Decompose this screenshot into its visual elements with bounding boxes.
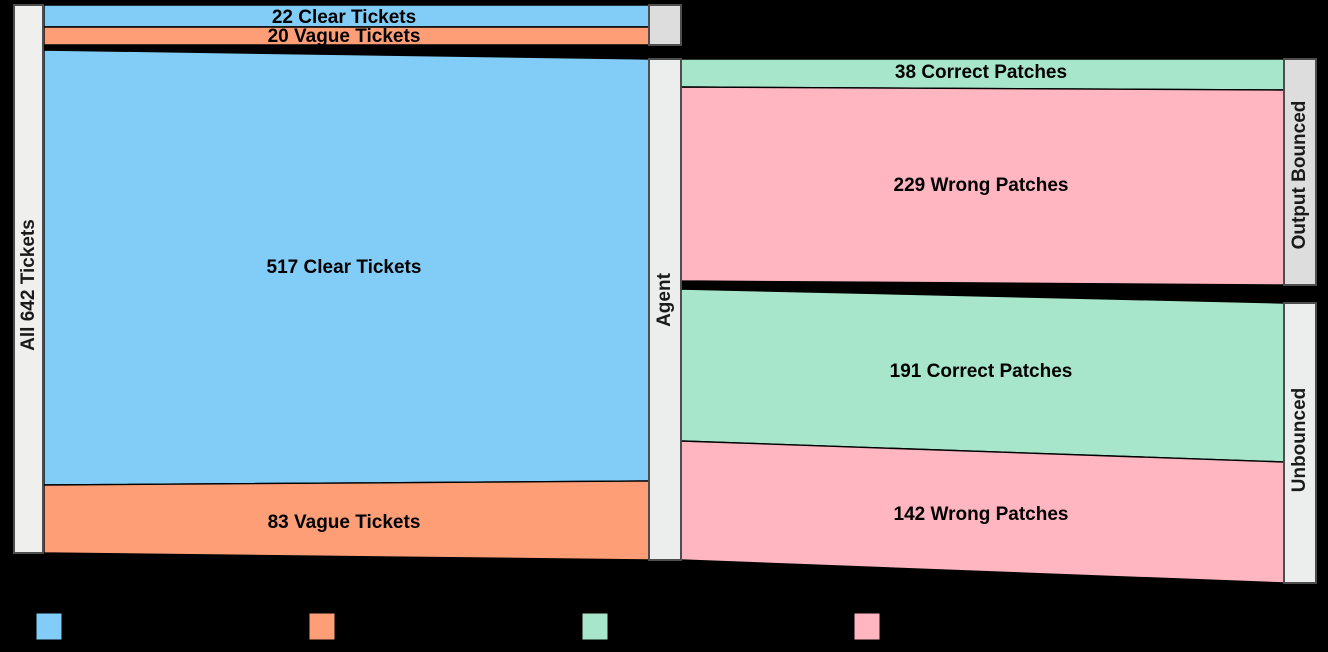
node-all-tickets-rect[interactable] xyxy=(13,4,44,554)
flows-right-group xyxy=(680,58,1285,584)
flow-label-22-clear: 22 Clear Tickets xyxy=(272,7,416,28)
nodes-group xyxy=(13,4,1317,584)
flows-left-group xyxy=(43,4,650,561)
legend-swatch-clear-tickets[interactable] xyxy=(35,612,63,641)
legend-swatch-correct-patches[interactable] xyxy=(581,612,609,641)
node-agent-top-rect[interactable] xyxy=(648,4,682,46)
flow-label-20-vague: 20 Vague Tickets xyxy=(268,26,421,47)
node-label-unbounced: Unbounced xyxy=(1289,388,1310,493)
legend-group xyxy=(35,612,881,641)
node-agent-rect[interactable] xyxy=(648,58,682,561)
node-labels-group: All 642 Tickets Agent Output Bounced Unb… xyxy=(18,101,1310,493)
node-label-all-tickets: All 642 Tickets xyxy=(18,219,39,351)
flow-label-142-wrong: 142 Wrong Patches xyxy=(894,504,1069,525)
flow-label-38-correct: 38 Correct Patches xyxy=(895,62,1067,83)
legend-swatch-wrong-patches[interactable] xyxy=(853,612,881,641)
legend-swatch-vague-tickets[interactable] xyxy=(308,612,336,641)
flow-label-517-clear: 517 Clear Tickets xyxy=(267,257,422,278)
flow-label-191-correct: 191 Correct Patches xyxy=(890,361,1073,382)
node-label-output-bounced: Output Bounced xyxy=(1289,101,1310,250)
node-label-agent: Agent xyxy=(654,272,675,327)
flow-label-229-wrong: 229 Wrong Patches xyxy=(894,175,1069,196)
flow-labels-group: 22 Clear Tickets 20 Vague Tickets 517 Cl… xyxy=(267,7,1073,533)
node-unbounced-rect[interactable] xyxy=(1283,302,1317,584)
node-output-bounced-rect[interactable] xyxy=(1283,58,1317,286)
flow-label-83-vague: 83 Vague Tickets xyxy=(268,512,421,533)
